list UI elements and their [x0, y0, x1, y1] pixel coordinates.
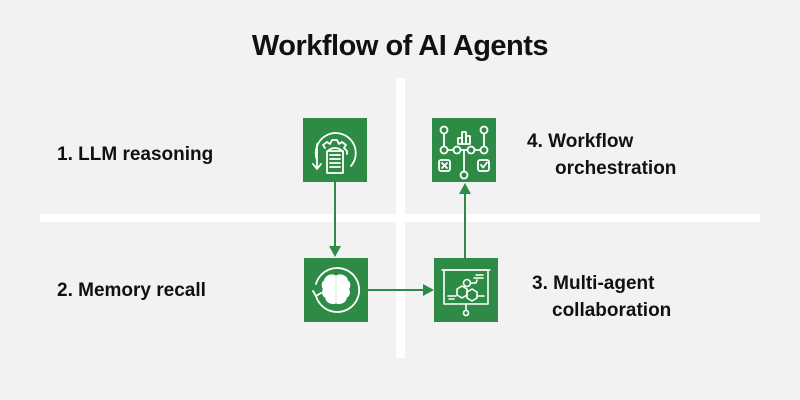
- step-3-text: Multi-agent: [553, 273, 655, 294]
- step-3-number: 3.: [532, 273, 548, 294]
- step-2-label: 2. Memory recall: [57, 277, 206, 304]
- step-4-text: Workflow: [548, 131, 634, 152]
- step-3-text-line2: collaboration: [552, 300, 672, 321]
- step-3-label: 3. Multi-agent collaboration: [532, 270, 671, 324]
- step-2-box: [304, 258, 368, 322]
- horizontal-divider: [40, 214, 760, 222]
- step-2-number: 2.: [57, 280, 73, 301]
- step-4-label: 4. Workflow orchestration: [527, 128, 676, 182]
- workflow-network-icon: [438, 125, 490, 180]
- step-4-box: [432, 118, 496, 182]
- step-1-number: 1.: [57, 144, 73, 165]
- diagram-title: Workflow of AI Agents: [251, 30, 549, 62]
- arrow-2-to-3: [368, 284, 434, 296]
- step-4-text-line2: orchestration: [555, 158, 677, 179]
- arrow-1-to-2: [329, 182, 341, 257]
- brain-cycle-icon: [312, 267, 360, 313]
- step-4-number: 4.: [527, 131, 543, 152]
- gear-document-cycle-icon: [312, 132, 357, 174]
- step-1-label: 1. LLM reasoning: [57, 141, 213, 168]
- step-3-box: [434, 258, 498, 322]
- arrow-3-to-4: [459, 183, 471, 258]
- step-1-text: LLM reasoning: [78, 144, 214, 165]
- step-2-text: Memory recall: [78, 280, 206, 301]
- step-1-box: [303, 118, 367, 182]
- presentation-board-molecule-icon: [441, 269, 491, 317]
